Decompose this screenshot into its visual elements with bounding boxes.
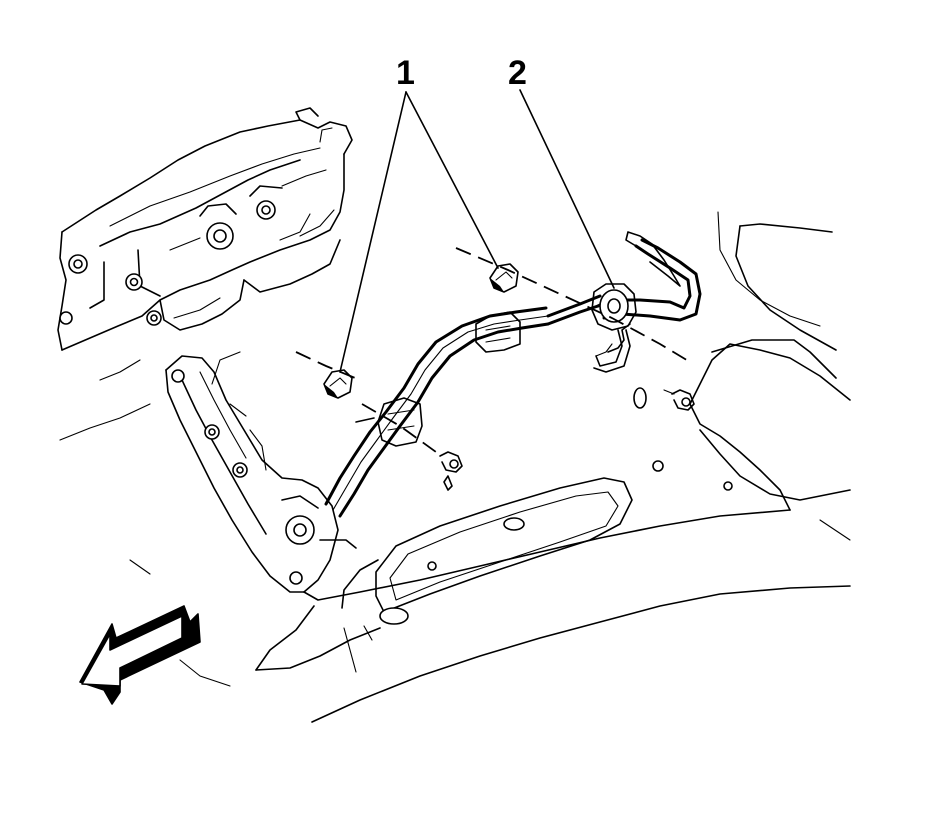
callout-2: 2 (508, 54, 527, 92)
grommet-bracket (591, 283, 637, 373)
bolt-right (663, 389, 695, 411)
clip-lower (323, 369, 353, 399)
bolt-center (439, 451, 463, 491)
leader-lines (339, 89, 615, 373)
floor-pan (59, 211, 851, 723)
bolts (439, 389, 695, 491)
pipe-bundle (324, 231, 702, 518)
retaining-clips (323, 263, 519, 399)
transmission-housing (57, 107, 353, 351)
mount-bracket (165, 351, 357, 593)
forward-direction-arrow-icon (79, 605, 201, 705)
clip-upper (489, 263, 519, 293)
callout-1: 1 (396, 54, 415, 92)
alignment-lines (295, 247, 691, 453)
